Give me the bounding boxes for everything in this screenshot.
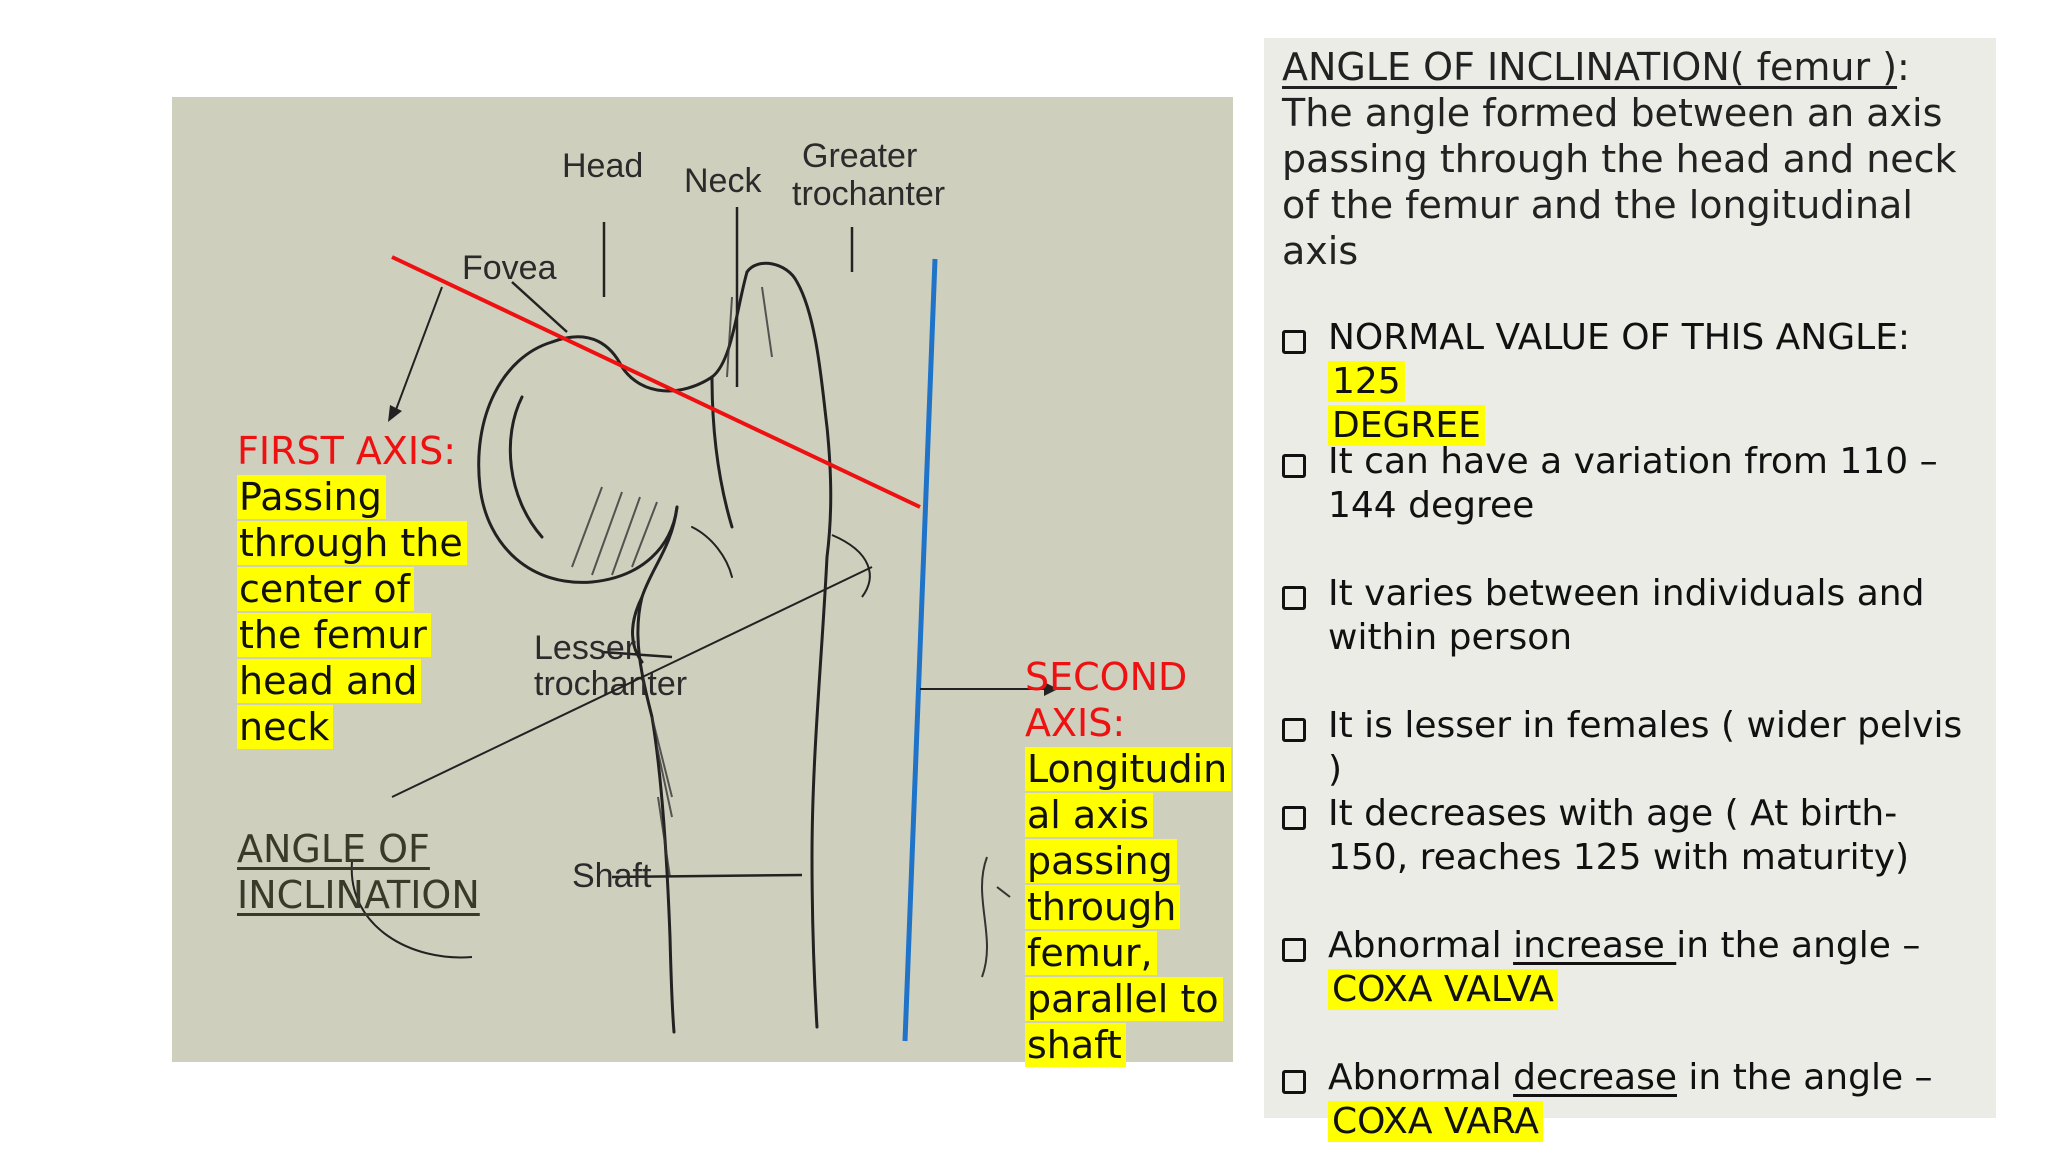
lesser-trochanter-outline — [631, 595, 644, 664]
increase-post: in the angle – — [1676, 925, 1921, 966]
shaft-lateral-edge — [810, 555, 829, 1029]
bullet-abnormal-increase: Abnormal increase in the angle – COXA VAL… — [1282, 924, 1982, 1012]
coxa-valva: COXA VALVA — [1328, 969, 1558, 1010]
intertrochanteric-line — [710, 375, 734, 529]
panel-definition: The angle formed between an axis passing… — [1282, 91, 1957, 273]
checkbox-bullet-icon — [1282, 938, 1306, 962]
label-lesser-2: trochanter — [534, 665, 687, 703]
second-axis-line-6: parallel to — [1025, 977, 1223, 1021]
first-axis-arrowhead — [388, 405, 402, 422]
bullet-age: It decreases with age ( At birth- 150, r… — [1282, 792, 1982, 880]
femur-drawing: Head Neck Greater trochanter Fovea Lesse… — [350, 137, 1058, 1042]
fovea-leader-line — [511, 281, 568, 333]
first-axis-line-3: center of — [237, 567, 414, 611]
first-axis-description: Passing through the center of the femur … — [237, 474, 477, 750]
checkbox-bullet-icon — [1282, 330, 1306, 354]
first-axis-line-5: head and — [237, 659, 422, 703]
shaft-leader-line — [611, 873, 803, 879]
first-axis-title: FIRST AXIS: — [237, 429, 457, 473]
second-axis-line — [902, 258, 938, 1042]
angle-label-line-2: INCLINATION — [237, 873, 480, 917]
label-greater-2: trochanter — [792, 175, 945, 213]
label-head: Head — [562, 147, 643, 185]
bullet-lesser-females: It is lesser in females ( wider pelvis ) — [1282, 704, 1982, 792]
panel-heading: ANGLE OF INCLINATION( femur ): — [1282, 44, 1982, 90]
angle-arc-label — [350, 861, 473, 959]
first-axis-annotation: FIRST AXIS: Passing through the center o… — [237, 428, 477, 750]
second-axis-description: Longitudin al axis passing through femur… — [1025, 746, 1235, 1068]
decrease-post: in the angle – — [1676, 1057, 1933, 1098]
checkbox-bullet-icon — [1282, 454, 1306, 478]
angle-of-inclination-label: ANGLE OF INCLINATION — [237, 826, 507, 918]
label-shaft: Shaft — [572, 857, 652, 895]
second-axis-line-7: shaft — [1025, 1023, 1126, 1067]
decrease-word: decrease — [1513, 1057, 1677, 1098]
variation-text: It can have a variation from 110 – 144 d… — [1328, 441, 1938, 526]
normal-value-prefix: NORMAL VALUE OF THIS ANGLE: — [1328, 317, 1911, 358]
varies-text: It varies between individuals and within… — [1328, 573, 1925, 658]
bullet-variation: It can have a variation from 110 – 144 d… — [1282, 440, 1982, 528]
angle-arc-figure — [831, 534, 871, 598]
coxa-vara: COXA VARA — [1328, 1101, 1544, 1142]
first-axis-line-4: the femur — [237, 613, 431, 657]
femur-head-outline — [477, 340, 679, 584]
label-lesser-1: Lesser — [534, 629, 636, 667]
normal-value-number: 125 — [1328, 361, 1405, 402]
checkbox-bullet-icon — [1282, 1070, 1306, 1094]
bullet-abnormal-decrease: Abnormal decrease in the angle – COXA VAR… — [1282, 1056, 1982, 1144]
second-axis-line-4: through — [1025, 885, 1181, 929]
bullet-varies: It varies between individuals and within… — [1282, 572, 1982, 660]
first-axis-line-2: through the — [237, 521, 467, 565]
angle-pointer-line — [391, 566, 873, 798]
artist-signature — [981, 856, 1011, 978]
lesser-females-text: It is lesser in females ( wider pelvis ) — [1328, 705, 1963, 790]
lesser-trochanter-leader-line — [601, 650, 673, 659]
label-neck: Neck — [684, 162, 762, 200]
checkbox-bullet-icon — [1282, 586, 1306, 610]
second-axis-title-2: AXIS: — [1025, 701, 1126, 745]
panel-heading-text: ANGLE OF INCLINATION( femur ) — [1282, 45, 1898, 89]
femur-head-inner — [508, 395, 544, 539]
increase-word: increase — [1513, 925, 1677, 966]
angle-label-line-1: ANGLE OF — [237, 827, 430, 871]
checkbox-bullet-icon — [1282, 806, 1306, 830]
first-axis-pointer — [393, 286, 443, 416]
greater-trochanter-outline — [745, 261, 833, 559]
checkbox-bullet-icon — [1282, 718, 1306, 742]
femur-neck-top — [550, 270, 749, 393]
increase-pre: Abnormal — [1328, 925, 1514, 966]
second-axis-line-3: passing — [1025, 839, 1177, 883]
label-greater-1: Greater — [802, 137, 917, 175]
panel-heading-colon: : — [1897, 45, 1910, 89]
shaft-medial-edge — [636, 505, 679, 1034]
second-axis-title-1: SECOND — [1025, 655, 1188, 699]
info-panel: ANGLE OF INCLINATION( femur ): The angle… — [1264, 38, 1996, 1142]
second-axis-arrowhead — [1044, 682, 1058, 696]
decrease-pre: Abnormal — [1328, 1057, 1514, 1098]
second-axis-annotation: SECOND AXIS: Longitudin al axis passing … — [1025, 654, 1235, 1068]
first-axis-line-1: Passing — [237, 475, 386, 519]
second-axis-line-2: al axis — [1025, 793, 1154, 837]
first-axis-line — [391, 255, 921, 509]
second-axis-line-5: femur, — [1025, 931, 1157, 975]
first-axis-line-6: neck — [237, 705, 334, 749]
second-axis-line-1: Longitudin — [1025, 747, 1232, 791]
label-fovea: Fovea — [462, 249, 557, 287]
age-text: It decreases with age ( At birth- 150, r… — [1328, 793, 1910, 878]
normal-value-unit: DEGREE — [1328, 405, 1485, 446]
